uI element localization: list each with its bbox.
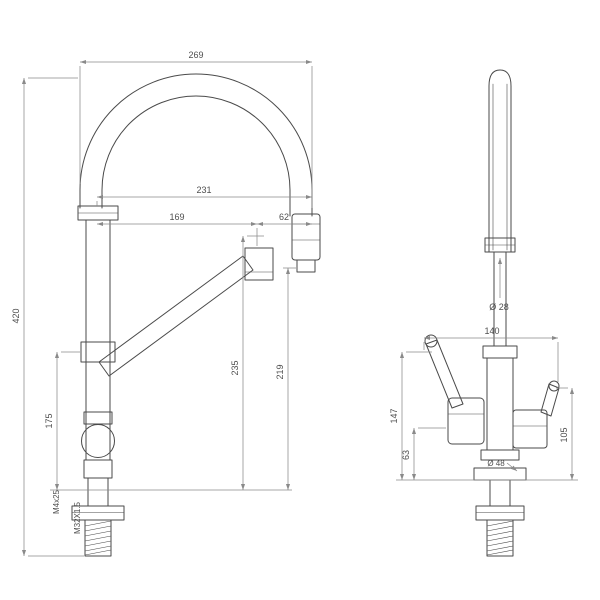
shank-thread-label: M32X1.5: [73, 501, 82, 534]
label-wand-diameter: Ø 28: [489, 302, 509, 312]
dim-label-body-height: 175: [44, 413, 54, 428]
dim-label-depth-width: 140: [484, 326, 499, 336]
left-cartridge: [447, 397, 485, 445]
body-column: [486, 357, 514, 451]
dim-label-reach-total: 231: [196, 185, 211, 195]
right-lever-cap: [548, 380, 560, 392]
right-valve: [512, 409, 548, 449]
spring-spout-arc-outer: [79, 73, 313, 217]
label-base-diameter: Ø 48: [487, 459, 505, 468]
dim-label-overall-height: 420: [11, 308, 21, 323]
filter-knob: [81, 424, 115, 458]
body-base: [83, 459, 113, 479]
dim-label-head-width: 62: [279, 212, 289, 222]
dim-valve-height: 63: [401, 427, 446, 480]
shank-upper: [87, 477, 109, 507]
thread-hatch-side: [486, 520, 514, 556]
threaded-tube: [84, 519, 112, 557]
dim-label-side-handle-height: 105: [559, 427, 569, 442]
dim-reach-total: 231: [96, 185, 312, 206]
thread-hatch: [84, 520, 112, 556]
dim-label-head-height: 219: [275, 364, 285, 379]
dim-handle-height: 147: [389, 351, 432, 480]
front-view: 269 231 169 62 420 175: [11, 50, 321, 557]
threaded-tube-side: [486, 519, 514, 557]
dim-overall-height: 420: [11, 77, 84, 557]
annotation-wand-diameter: Ø 28: [489, 258, 509, 312]
valve-stem-nut: [83, 411, 113, 425]
spout-pipe: [98, 255, 254, 377]
dim-head-width: 62: [257, 212, 312, 227]
spout-union-nut: [80, 341, 116, 363]
dim-side-handle-height: 105: [556, 387, 575, 480]
spray-wand-front: [291, 213, 321, 261]
side-view: Ø 28 140 147 63 105 Ø 48: [389, 69, 578, 557]
dim-label-handle-height: 147: [389, 408, 399, 423]
dim-spout-height: 235: [230, 235, 264, 490]
dim-label-valve-height: 63: [401, 450, 411, 460]
base-collar: [480, 449, 520, 461]
dim-label-spout-height: 235: [230, 360, 240, 375]
stud-label: M4x25: [52, 489, 61, 514]
spray-wand-nozzle: [296, 259, 316, 273]
left-lever: [425, 339, 464, 409]
base-flange: [473, 467, 527, 481]
left-lever-cap: [424, 334, 438, 348]
dim-spout-reach: 169: [97, 212, 258, 246]
spring-spout-arc-inner: [101, 95, 291, 217]
right-lever: [540, 383, 560, 417]
body-collar: [482, 345, 518, 359]
annotation-base-diameter: Ø 48: [487, 459, 518, 472]
shank-upper-side: [489, 479, 511, 507]
mounting-nut-side: [475, 505, 525, 521]
dim-depth-width: 140: [423, 326, 559, 382]
spray-wand-side: [488, 69, 512, 253]
dim-head-height: 219: [275, 267, 296, 490]
dim-overall-width: 269: [79, 50, 313, 208]
dim-label-overall-width: 269: [188, 50, 203, 60]
dim-label-spout-reach: 169: [169, 212, 184, 222]
dim-body-height: 175: [44, 351, 80, 490]
